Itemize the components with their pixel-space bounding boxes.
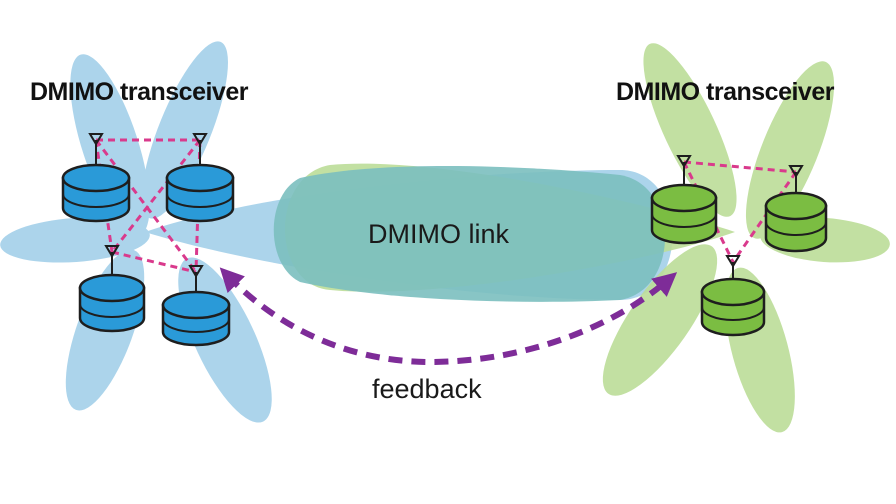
right-node-1 <box>650 155 718 245</box>
left-node-2 <box>165 133 235 223</box>
left-transceiver-title: DMIMO transceiver <box>30 78 249 106</box>
right-node-3 <box>700 255 766 337</box>
left-node-3 <box>78 245 146 333</box>
right-node-interconnects <box>682 160 798 263</box>
right-node-2 <box>764 165 828 253</box>
right-transceiver-title: DMIMO transceiver <box>616 78 835 106</box>
left-node-1 <box>61 133 131 223</box>
left-node-4 <box>161 265 231 347</box>
feedback-label: feedback <box>372 374 482 404</box>
dmimo-link-label: DMIMO link <box>368 219 509 249</box>
